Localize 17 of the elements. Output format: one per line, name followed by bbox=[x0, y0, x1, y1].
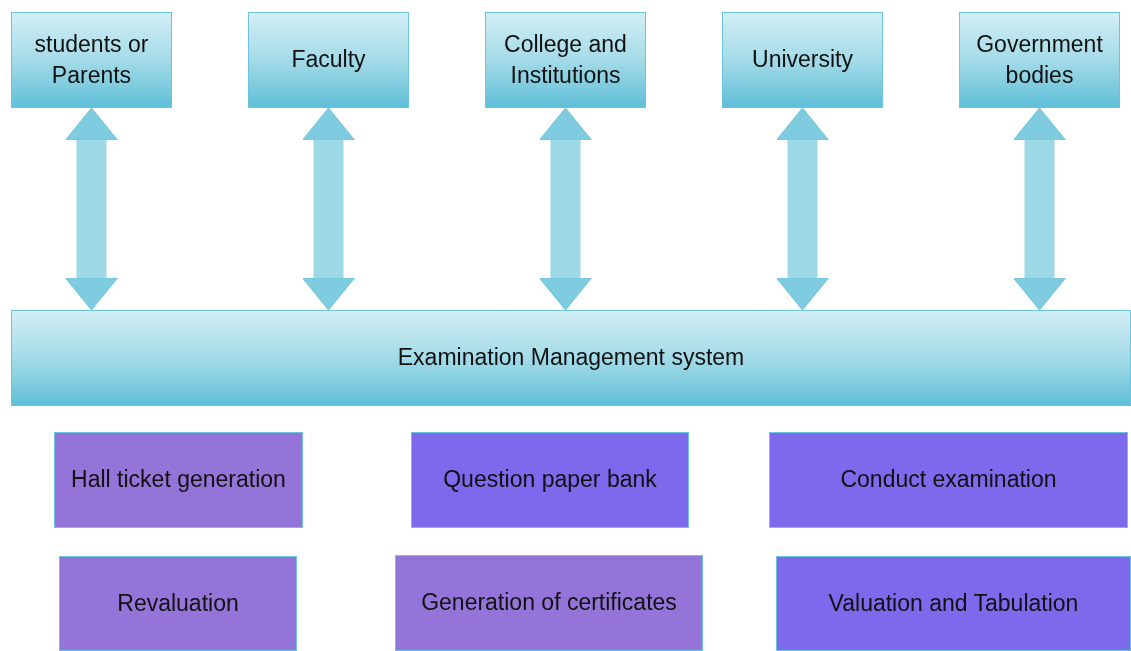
process-box: Generation of certificates bbox=[395, 555, 703, 651]
process-box: Revaluation bbox=[59, 556, 297, 651]
double-arrow bbox=[539, 107, 592, 311]
process-box: Hall ticket generation bbox=[54, 432, 303, 528]
process-box: Question paper bank bbox=[411, 432, 689, 528]
process-box: Valuation and Tabulation bbox=[776, 556, 1131, 651]
process-box: Examination Management system bbox=[11, 310, 1131, 406]
process-box: Government bodies bbox=[959, 12, 1120, 108]
process-box: University bbox=[722, 12, 883, 108]
process-box: College and Institutions bbox=[485, 12, 646, 108]
double-arrow bbox=[776, 107, 829, 311]
double-arrow bbox=[65, 107, 118, 311]
process-box: Conduct examination bbox=[769, 432, 1128, 528]
process-box: students or Parents bbox=[11, 12, 172, 108]
double-arrow bbox=[302, 107, 355, 311]
process-box: Faculty bbox=[248, 12, 409, 108]
double-arrow bbox=[1013, 107, 1066, 311]
